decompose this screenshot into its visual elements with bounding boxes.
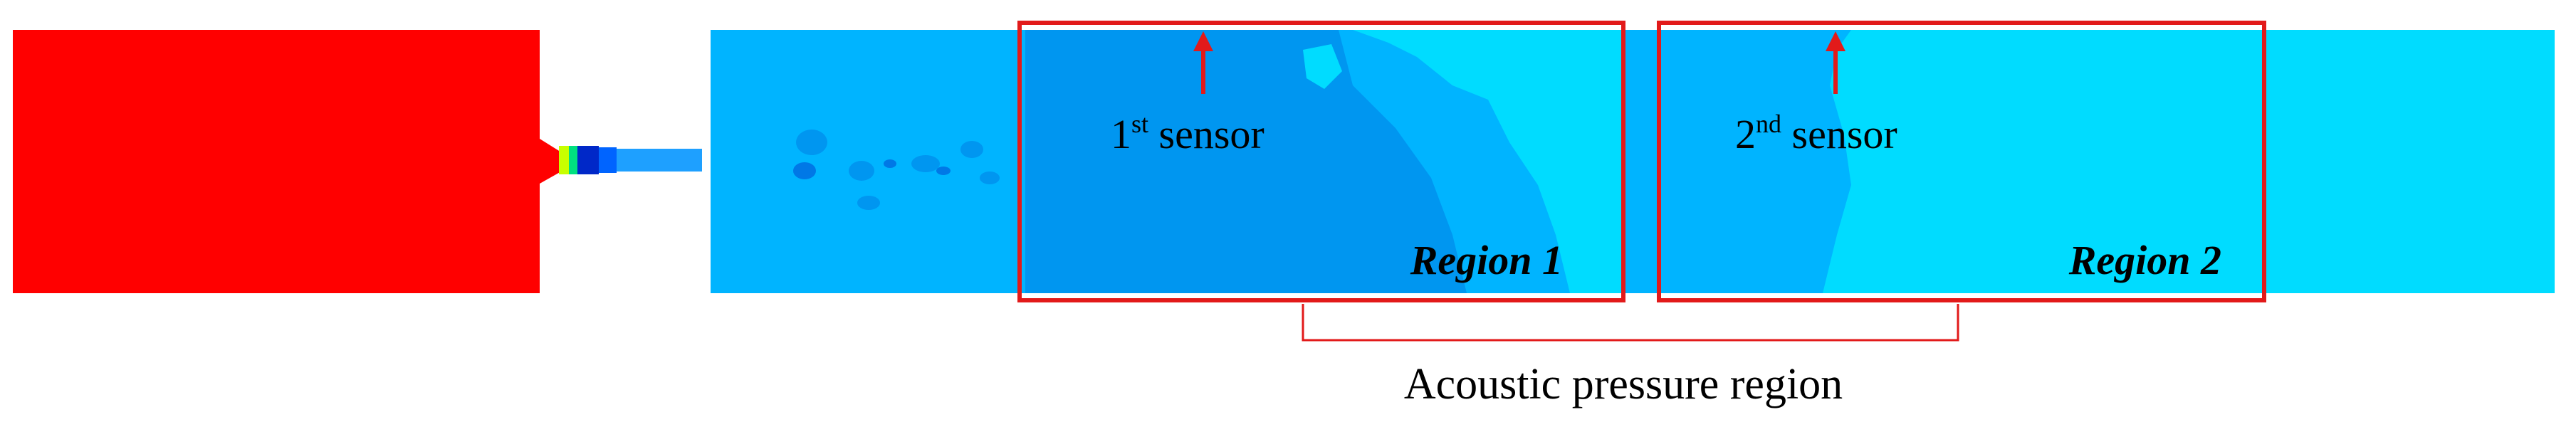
sensor-1-arrow [1193,31,1213,94]
inlet-chamber [13,30,540,293]
jet-color-light [617,149,702,172]
light-regions [1303,30,2555,293]
acoustic-pressure-caption: Acoustic pressure region [1404,360,1843,408]
jet-color-yellow [559,146,569,174]
eddy-patches [796,30,1467,293]
acoustic-bracket [1302,304,1959,342]
sensor-1-label: 1st sensor [1111,110,1265,157]
region-2-label: Region 2 [2068,237,2221,283]
sensor-1-superscript: st [1131,110,1148,138]
sensor-2-label: 2nd sensor [1735,110,1897,157]
region-2-box [1657,21,2266,302]
jet-color-dark-blue [577,146,599,174]
nozzle-throat [540,139,562,184]
region-1-box [1017,21,1625,302]
jet-color-green [569,146,577,174]
jet-color-blue [599,147,617,173]
region-1-label: Region 1 [1410,237,1563,283]
deep-patches [793,159,951,179]
sensor-2-arrow [1826,31,1845,94]
sensor-2-superscript: nd [1756,110,1781,138]
